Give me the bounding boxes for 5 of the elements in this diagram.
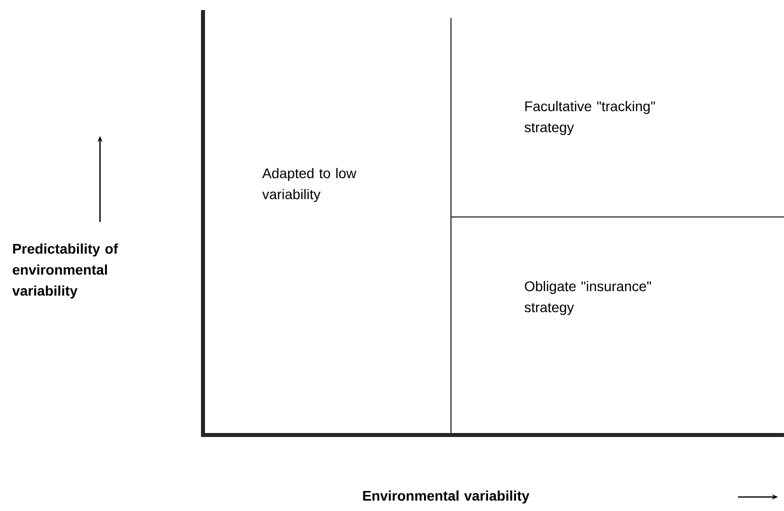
region-label: Facultative "tracking" strategy xyxy=(524,100,655,136)
region-label: Adapted to low variability xyxy=(262,168,356,202)
axis-label: Predictability of environmental variability xyxy=(12,243,118,299)
region-label: Obligate "insurance" strategy xyxy=(524,280,652,316)
axis-label: Environmental variability xyxy=(363,490,530,504)
